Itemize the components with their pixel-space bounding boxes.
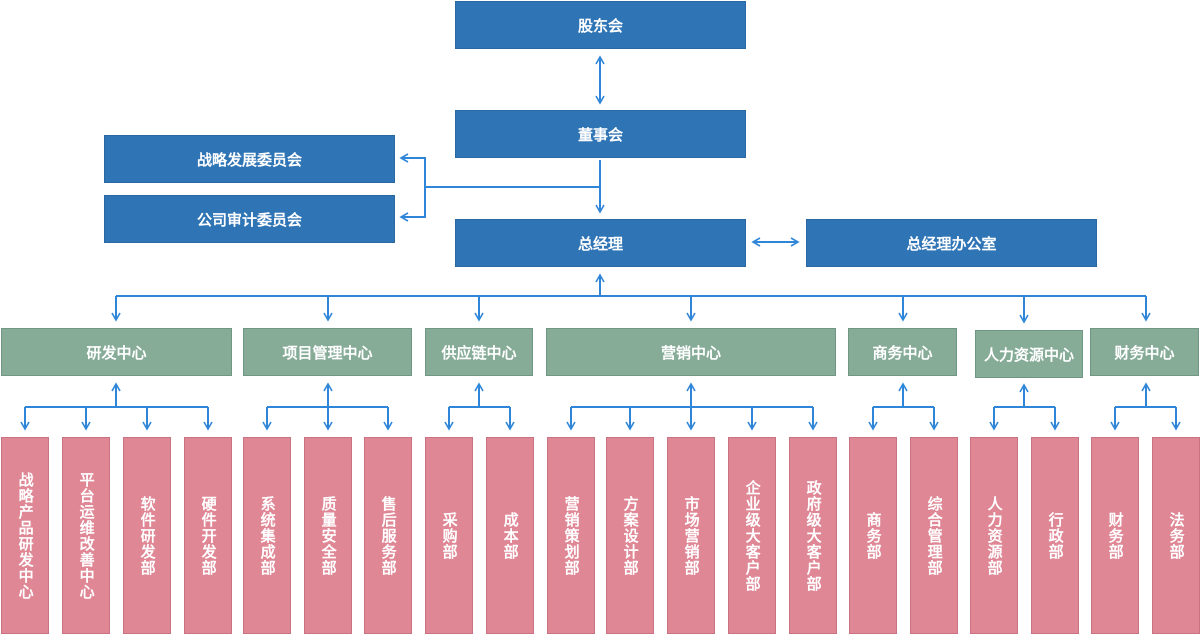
- dept-marketing-planning: 营销策划部: [547, 437, 595, 634]
- center-hr: 人力资源中心: [975, 330, 1083, 378]
- dept-platform-ops: 平台运维改善中心: [62, 437, 110, 634]
- strategy-committee-box: 战略发展委员会: [104, 135, 395, 183]
- dept-business: 商务部: [849, 437, 897, 634]
- dept-strategic-product-rd: 战略产品研发中心: [1, 437, 49, 634]
- shareholders-box: 股东会: [455, 1, 746, 49]
- dept-administration: 行政部: [1031, 437, 1079, 634]
- dept-after-sales: 售后服务部: [364, 437, 412, 634]
- center-business: 商务中心: [848, 328, 957, 376]
- board-box: 董事会: [455, 110, 746, 158]
- dept-purchasing: 采购部: [425, 437, 473, 634]
- center-rd: 研发中心: [1, 328, 232, 376]
- dept-cost: 成本部: [486, 437, 534, 634]
- gm-office-box: 总经理办公室: [806, 219, 1097, 267]
- dept-finance: 财务部: [1091, 437, 1139, 634]
- connector-to-audit: [399, 187, 426, 222]
- dept-market-sales: 市场营销部: [667, 437, 715, 634]
- dept-software-rd: 软件研发部: [123, 437, 171, 634]
- center-supply-chain: 供应链中心: [425, 328, 533, 376]
- general-manager-box: 总经理: [455, 219, 746, 267]
- dept-government-accounts: 政府级大客户部: [789, 437, 837, 634]
- dept-general-admin: 综合管理部: [910, 437, 958, 634]
- dept-hardware-dev: 硬件开发部: [184, 437, 232, 634]
- center-marketing: 营销中心: [546, 328, 836, 376]
- dept-legal: 法务部: [1152, 437, 1200, 634]
- dept-hr: 人力资源部: [970, 437, 1018, 634]
- dept-system-integration: 系统集成部: [243, 437, 291, 634]
- dept-quality-safety: 质量安全部: [304, 437, 352, 634]
- center-project-mgmt: 项目管理中心: [243, 328, 412, 376]
- connector-to-strategy: [399, 153, 600, 188]
- center-finance: 财务中心: [1090, 328, 1199, 376]
- dept-solution-design: 方案设计部: [606, 437, 654, 634]
- dept-enterprise-accounts: 企业级大客户部: [728, 437, 776, 634]
- audit-committee-box: 公司审计委员会: [104, 195, 395, 243]
